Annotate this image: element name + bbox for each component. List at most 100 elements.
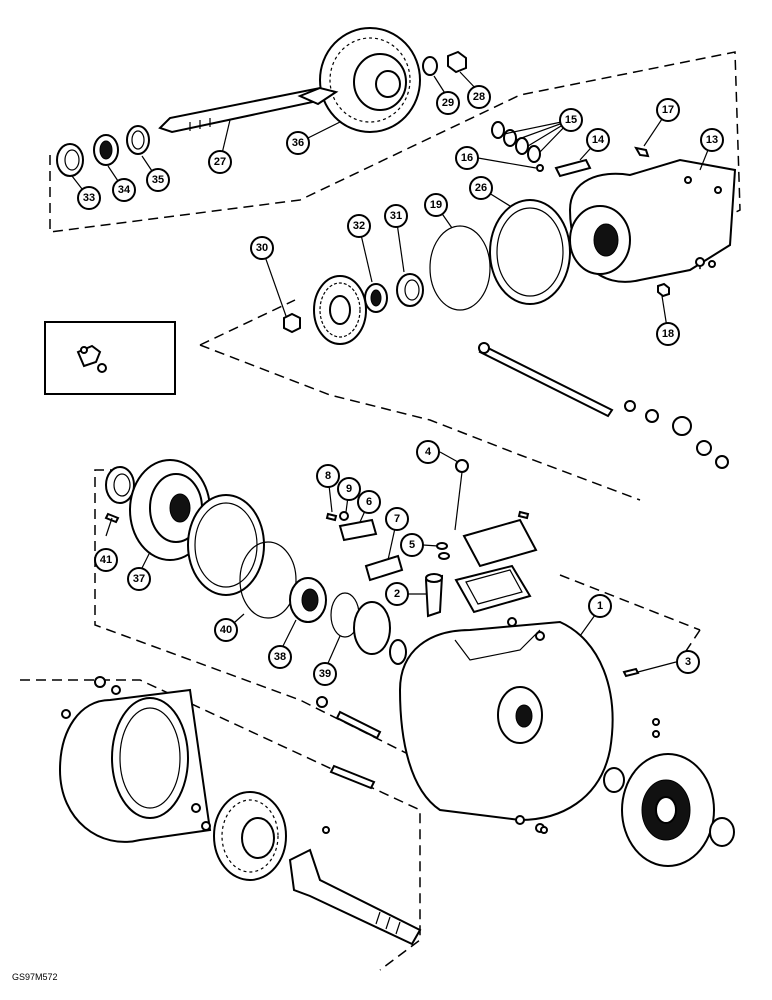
- callout-label: 15: [565, 114, 577, 126]
- callout-label: 13: [706, 134, 718, 146]
- washer-35: [126, 125, 150, 155]
- callout-label: 37: [133, 573, 145, 585]
- callout-label: 5: [409, 539, 415, 551]
- callout-27: 27: [208, 150, 232, 174]
- callout-label: 18: [662, 328, 674, 340]
- bevel-gear-middle: [353, 601, 407, 665]
- callout-9: 9: [337, 477, 361, 501]
- bevel-pinion: [313, 275, 367, 345]
- cover-plates: [454, 510, 538, 614]
- callout-36: 36: [286, 131, 310, 155]
- washer-9: [339, 511, 349, 521]
- callout-label: 2: [394, 588, 400, 600]
- gasket-26: [489, 199, 571, 305]
- callout-3: 3: [676, 650, 700, 674]
- callout-7: 7: [385, 507, 409, 531]
- callout-40: 40: [214, 618, 238, 642]
- pin-16: [536, 164, 544, 172]
- brake-drum-housing: [58, 676, 212, 843]
- lower-group-boundary: [94, 469, 701, 761]
- callout-18: 18: [656, 322, 680, 346]
- washer-29: [422, 56, 438, 76]
- bearing-38: [289, 577, 327, 623]
- nut-18: [657, 282, 670, 298]
- callout-label: 4: [425, 446, 432, 458]
- clip-17: [634, 146, 650, 158]
- tube-2: [424, 573, 444, 618]
- dipstick-4: [454, 459, 469, 531]
- callout-label: 17: [662, 104, 674, 116]
- callout-39: 39: [313, 662, 337, 686]
- o-ring-19: [429, 225, 491, 311]
- long-bolt-shaft: [478, 342, 729, 469]
- callout-label: 27: [214, 156, 226, 168]
- callout-37: 37: [127, 567, 151, 591]
- callout-label: 6: [366, 496, 372, 508]
- callout-19: 19: [424, 193, 448, 217]
- bearing-cup-33: [56, 143, 84, 177]
- callout-label: 1: [597, 600, 603, 612]
- callout-label: 19: [430, 199, 442, 211]
- callout-label: 36: [292, 137, 304, 149]
- callout-label: 33: [83, 192, 95, 204]
- housing-13: [568, 158, 737, 283]
- callout-4: 4: [416, 440, 440, 464]
- callout-2: 2: [385, 582, 409, 606]
- seal-outer: [105, 466, 135, 504]
- plate-6: [338, 518, 378, 542]
- callout-label: 39: [319, 668, 331, 680]
- callout-28: 28: [467, 85, 491, 109]
- gear-36: [319, 27, 421, 133]
- axle-shaft: [288, 826, 422, 946]
- o-ring-40: [239, 541, 297, 619]
- callout-30: 30: [250, 236, 274, 260]
- gasket-middle: [187, 494, 265, 596]
- callout-label: 28: [473, 91, 485, 103]
- callout-41: 41: [94, 548, 118, 572]
- callout-label: 7: [394, 513, 400, 525]
- pins-housing: [316, 696, 382, 790]
- callout-14: 14: [586, 128, 610, 152]
- callout-label: 41: [100, 554, 112, 566]
- upper-group-boundary: [49, 51, 741, 270]
- bottom-gear-hub: [191, 791, 287, 881]
- callout-13: 13: [700, 128, 724, 152]
- bolt-8: [325, 512, 338, 522]
- callout-label: 14: [592, 134, 605, 146]
- inset-fitting: [76, 344, 107, 373]
- callout-31: 31: [384, 204, 408, 228]
- nut-30: [283, 312, 301, 334]
- callout-label: 26: [475, 182, 487, 194]
- inset-detail-box: [44, 321, 176, 395]
- callout-29: 29: [436, 91, 460, 115]
- callout-label: 9: [346, 483, 352, 495]
- callout-6: 6: [357, 490, 381, 514]
- bearing-cone-32: [364, 283, 388, 313]
- clutch-disc: [540, 718, 735, 867]
- middle-group-boundary: [199, 299, 641, 501]
- nut-28: [447, 50, 467, 74]
- callout-label: 31: [390, 210, 402, 222]
- callout-17: 17: [656, 98, 680, 122]
- callout-label: 35: [152, 174, 164, 186]
- callout-8: 8: [316, 464, 340, 488]
- callout-33: 33: [77, 186, 101, 210]
- callout-35: 35: [146, 168, 170, 192]
- callout-1: 1: [588, 594, 612, 618]
- figure-code: GS97M572: [12, 972, 58, 982]
- plate-7: [364, 554, 404, 582]
- pin-3: [622, 667, 640, 678]
- callout-16: 16: [455, 146, 479, 170]
- bearing-cup-31: [396, 273, 424, 307]
- callout-5: 5: [400, 533, 424, 557]
- transmission-housing-1: [398, 617, 614, 833]
- callout-label: 32: [353, 220, 365, 232]
- callout-label: 34: [118, 184, 131, 196]
- callout-label: 30: [256, 242, 268, 254]
- shaft-27: [158, 86, 339, 134]
- callout-label: 40: [220, 624, 232, 636]
- callout-label: 16: [461, 152, 473, 164]
- callout-26: 26: [469, 176, 493, 200]
- callout-15: 15: [559, 108, 583, 132]
- callout-32: 32: [347, 214, 371, 238]
